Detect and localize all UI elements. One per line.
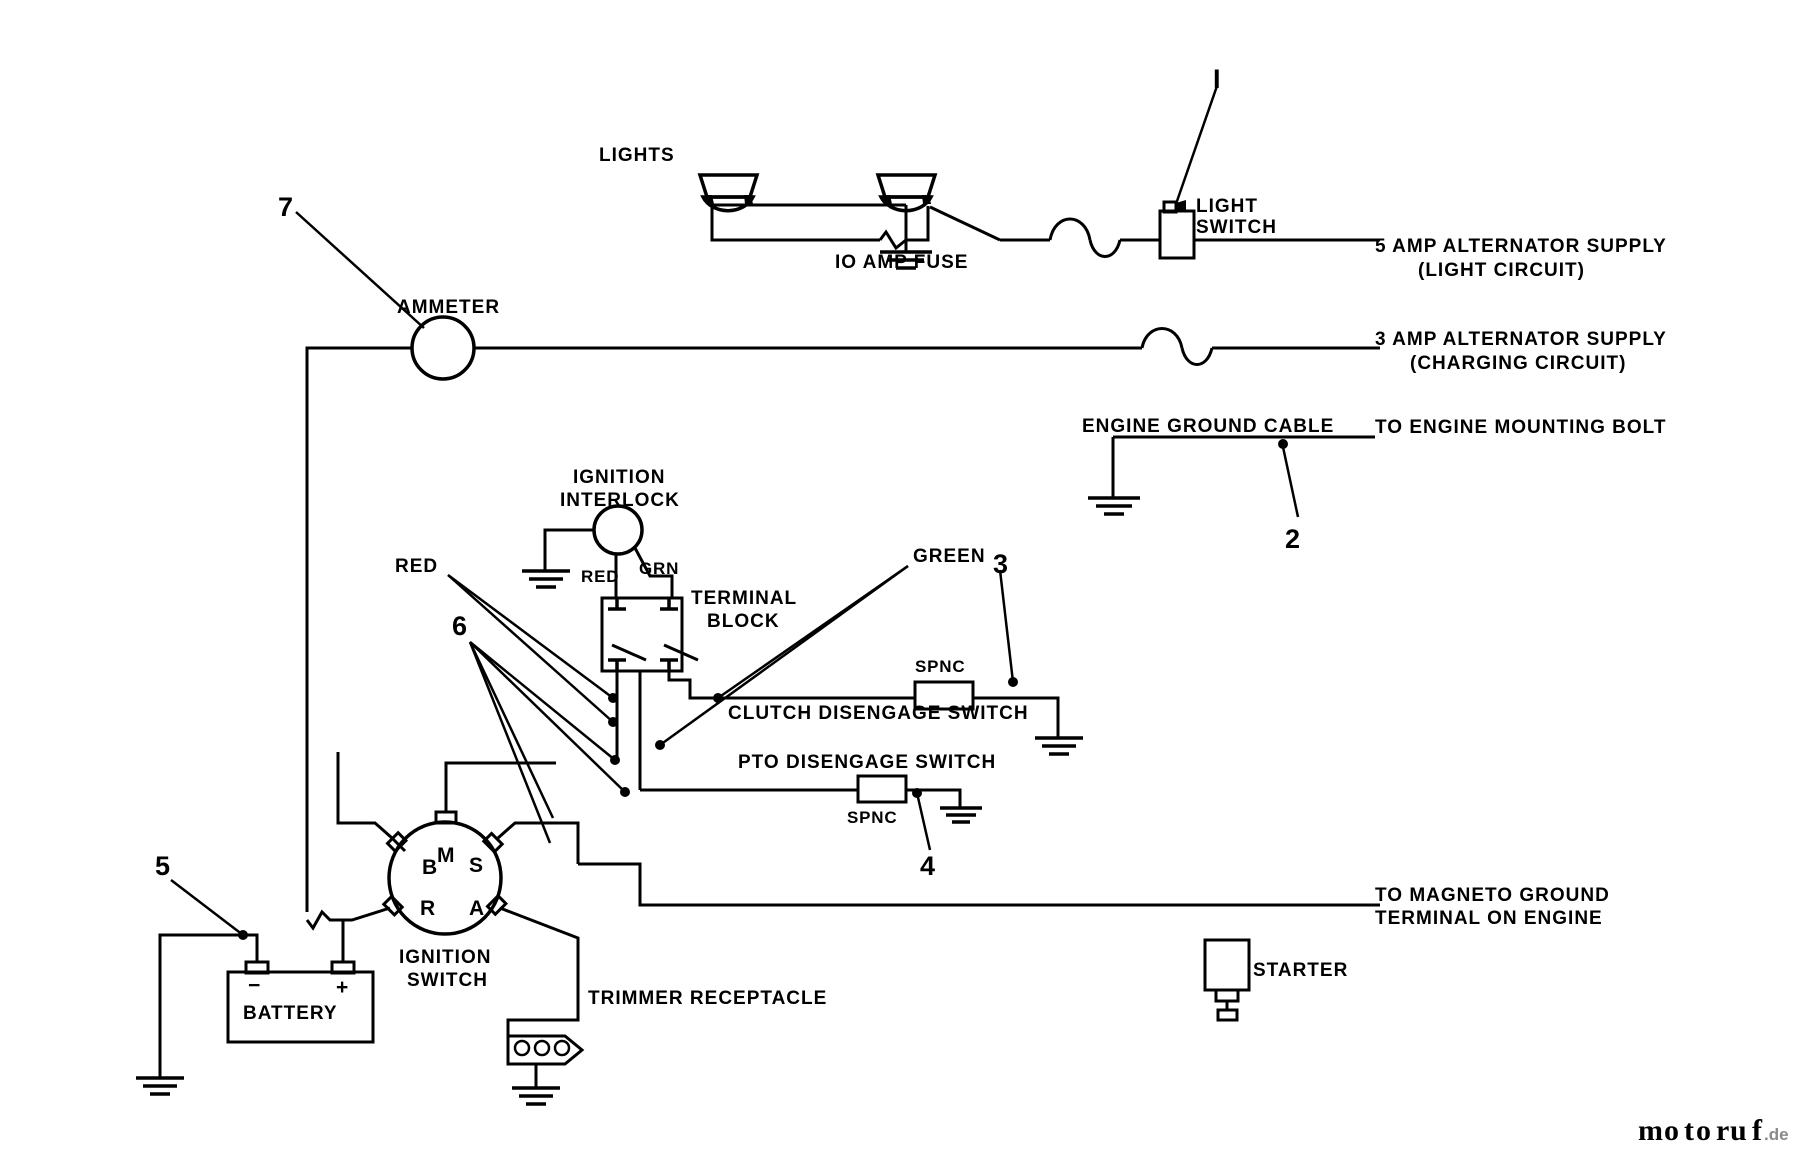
ignition-interlock-label-line2: INTERLOCK — [560, 490, 680, 511]
terminal-B — [385, 830, 409, 854]
engine-ground-cable-group: ENGINE GROUND CABLE TO ENGINE MOUNTING B… — [1082, 416, 1666, 554]
pto-spnc-label: SPNC — [847, 808, 897, 827]
clutch-disengage-switch-label: CLUTCH DISENGAGE SWITCH — [728, 703, 1029, 724]
terminal-S — [481, 831, 505, 855]
battery-group: − + BATTERY 5 — [136, 851, 375, 1096]
svg-text:u: u — [1730, 1114, 1747, 1147]
to-magneto-label-line1: TO MAGNETO GROUND — [1375, 885, 1610, 906]
alt3-label-line1: 3 AMP ALTERNATOR SUPPLY — [1375, 329, 1667, 350]
callout-2: 2 — [1285, 524, 1300, 554]
green-callout-group: GREEN — [655, 546, 986, 750]
starter-body[interactable] — [1203, 938, 1251, 992]
callout-1: I — [1213, 64, 1221, 94]
light-switch[interactable] — [1158, 200, 1196, 260]
ignition-switch-label-line1: IGNITION — [399, 947, 491, 968]
svg-text:o: o — [1664, 1114, 1679, 1147]
red-terminal-label: RED — [581, 567, 619, 586]
svg-text:r: r — [1716, 1114, 1729, 1147]
terminal-block-label-line2: BLOCK — [707, 611, 780, 632]
callout-4: 4 — [920, 851, 935, 881]
svg-text:o: o — [1696, 1114, 1711, 1147]
terminal-label-A: A — [469, 897, 484, 920]
to-engine-mounting-bolt-label: TO ENGINE MOUNTING BOLT — [1375, 417, 1666, 438]
battery-label: BATTERY — [243, 1003, 338, 1024]
trimmer-receptacle-group: TRIMMER RECEPTACLE — [506, 988, 827, 1106]
grn-terminal-label: GRN — [639, 559, 679, 578]
callout-3: 3 — [993, 549, 1008, 579]
battery-plus-sign: + — [336, 976, 348, 999]
terminal-label-B: B — [422, 856, 437, 879]
ammeter-label: AMMETER — [397, 297, 500, 318]
green-callout-label: GREEN — [913, 546, 986, 567]
terminal-label-R: R — [420, 897, 435, 920]
lights-group: LIGHTS — [599, 145, 938, 270]
trimmer-receptacle-label: TRIMMER RECEPTACLE — [588, 988, 827, 1009]
to-magneto-label-line2: TERMINAL ON ENGINE — [1375, 908, 1603, 929]
engine-ground-cable-label: ENGINE GROUND CABLE — [1082, 416, 1334, 437]
lights-label: LIGHTS — [599, 145, 675, 166]
terminal-block-label-line1: TERMINAL — [691, 588, 797, 609]
callout-7: 7 — [278, 192, 293, 222]
callout-6-group: 6 — [452, 611, 630, 844]
watermark: m o t o r u f .de — [1638, 1114, 1789, 1147]
light-switch-label-line2: SWITCH — [1196, 217, 1277, 238]
pto-spnc-box[interactable] — [856, 774, 908, 804]
terminal-label-S: S — [469, 854, 483, 877]
light-circuit-group: IO AMP FUSE LIGHT SWITCH I 5 AMP ALTERNA… — [835, 64, 1667, 281]
pto-disengage-switch-group: SPNC PTO DISENGAGE SWITCH 4 — [640, 752, 996, 881]
left-lamp-icon — [697, 173, 760, 213]
magneto-ground-group: TO MAGNETO GROUND TERMINAL ON ENGINE — [578, 862, 1610, 929]
trimmer-receptacle-body[interactable] — [506, 1034, 585, 1066]
red-callout-group: RED — [395, 556, 618, 727]
callout-6: 6 — [452, 611, 467, 641]
light-switch-label-line1: LIGHT — [1196, 196, 1258, 217]
terminal-label-M: M — [437, 844, 455, 867]
battery-minus-sign: − — [248, 974, 260, 997]
watermark-brand: m — [1638, 1114, 1663, 1147]
ignition-switch-label-line2: SWITCH — [407, 970, 488, 991]
svg-text:f: f — [1752, 1114, 1763, 1147]
fuse-label: IO AMP FUSE — [835, 252, 968, 273]
red-callout-label: RED — [395, 556, 438, 577]
ignition-interlock-icon[interactable] — [592, 504, 644, 556]
clutch-disengage-switch-group: SPNC CLUTCH DISENGAGE SWITCH 3 — [728, 549, 1083, 756]
alt5-label-line1: 5 AMP ALTERNATOR SUPPLY — [1375, 236, 1667, 257]
alt3-label-line2: (CHARGING CIRCUIT) — [1410, 353, 1626, 374]
ignition-switch-group: B M S R A IGNITION SWITCH — [305, 752, 580, 1000]
ignition-interlock-label-line1: IGNITION — [573, 467, 665, 488]
starter-group: STARTER — [1203, 938, 1348, 1022]
clutch-spnc-label: SPNC — [915, 657, 965, 676]
pto-disengage-switch-label: PTO DISENGAGE SWITCH — [738, 752, 996, 773]
alt5-label-line2: (LIGHT CIRCUIT) — [1418, 260, 1585, 281]
ignition-interlock-group: IGNITION INTERLOCK RED GRN — [522, 467, 680, 598]
watermark-suffix: .de — [1764, 1125, 1789, 1144]
svg-text:t: t — [1684, 1114, 1694, 1147]
right-lamp-icon — [875, 173, 938, 213]
battery-body — [226, 970, 375, 1044]
charging-circuit-group: AMMETER 7 3 AMP ALTERNATOR SUPPLY (CHARG… — [278, 192, 1667, 912]
starter-label: STARTER — [1253, 960, 1348, 981]
callout-5: 5 — [155, 851, 170, 881]
clutch-spnc-box[interactable] — [913, 680, 975, 711]
terminal-block-group: TERMINAL BLOCK — [600, 588, 797, 790]
